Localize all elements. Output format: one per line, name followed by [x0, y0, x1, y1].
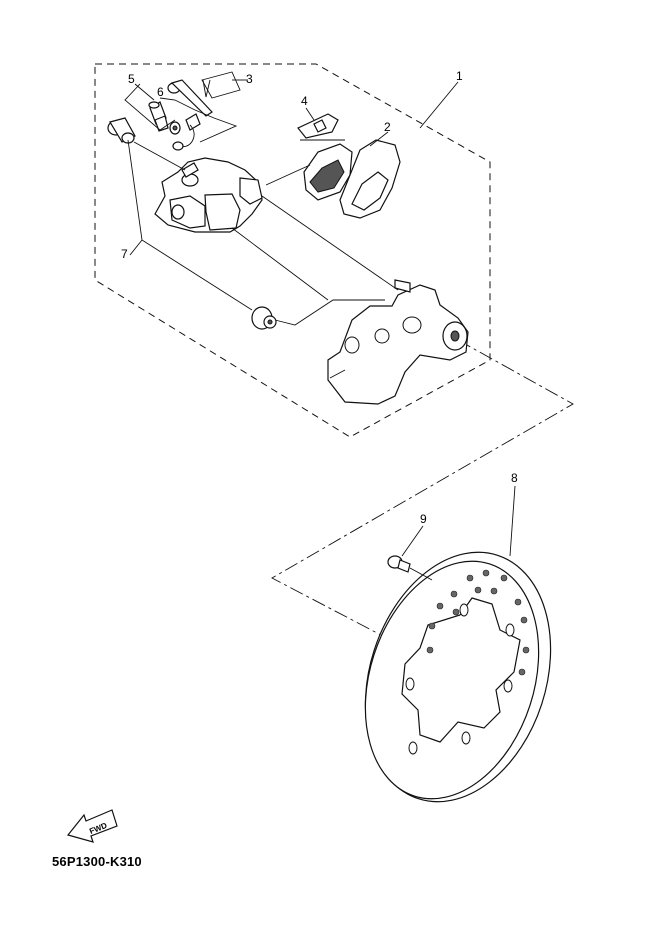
callout-7: 7 [121, 247, 128, 261]
callout-4: 4 [301, 94, 308, 108]
pad-pin [167, 79, 213, 117]
callout-5: 5 [128, 72, 135, 86]
bleeder-cap [169, 113, 201, 151]
brake-pads [265, 139, 401, 219]
callout-2: 2 [384, 120, 391, 134]
assembly-boundary [94, 63, 491, 438]
slide-pin [107, 117, 186, 171]
fwd-arrow-icon: FWD [66, 809, 118, 843]
pad-spring [297, 113, 339, 139]
caliper-bracket [327, 279, 469, 405]
callout-leaders [124, 71, 516, 557]
disc-bolt [387, 555, 433, 581]
callout-8: 8 [511, 471, 518, 485]
callout-9: 9 [420, 512, 427, 526]
diagram-code: 56P1300-K310 [52, 854, 142, 869]
slide-boot [251, 306, 277, 330]
callout-3: 3 [246, 72, 253, 86]
center-line [271, 339, 574, 646]
callout-1: 1 [456, 69, 463, 83]
caliper-body [154, 157, 399, 301]
boot-leader [274, 299, 385, 326]
bleeder-screw [148, 101, 169, 132]
callout-6: 6 [157, 85, 164, 99]
brake-disc [364, 551, 552, 803]
